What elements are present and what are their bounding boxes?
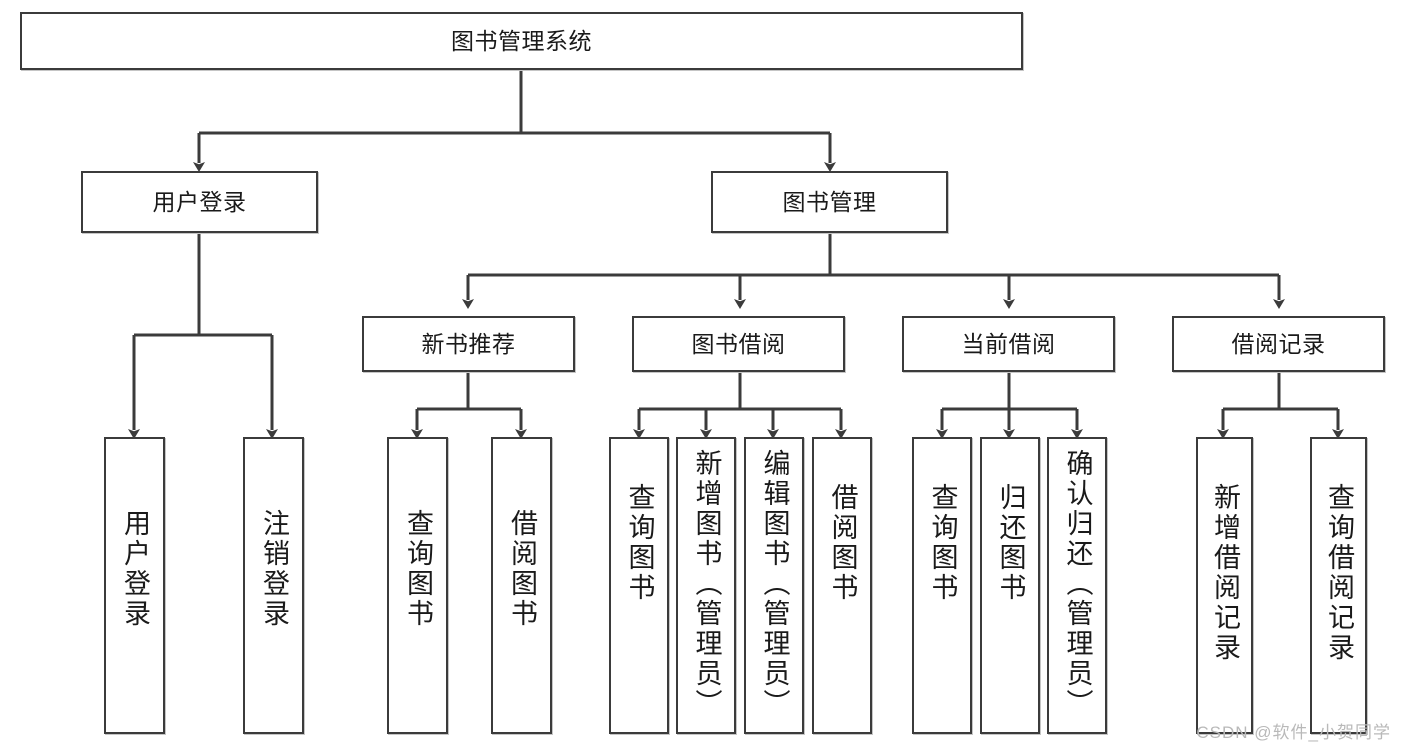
leaf-cur-confirm-label: 确认归还（管理员）	[1062, 449, 1093, 719]
leaf-borrow-query-label: 查询图书	[624, 483, 655, 603]
node-book-manage[interactable]: 图书管理	[711, 171, 948, 233]
node-new-book-rec-label: 新书推荐	[421, 330, 516, 357]
node-current-borrow[interactable]: 当前借阅	[902, 316, 1115, 372]
leaf-cur-confirm[interactable]: 确认归还（管理员）	[1047, 437, 1107, 734]
node-borrow-record[interactable]: 借阅记录	[1172, 316, 1385, 372]
leaf-borrow-lend[interactable]: 借阅图书	[812, 437, 872, 734]
leaf-cur-return[interactable]: 归还图书	[980, 437, 1040, 734]
leaf-rec-borrow[interactable]: 借阅图书	[491, 437, 552, 734]
leaf-rec-add[interactable]: 新增借阅记录	[1196, 437, 1253, 734]
leaf-user-logout-label: 注销登录	[259, 509, 289, 629]
node-book-borrow[interactable]: 图书借阅	[632, 316, 845, 372]
leaf-borrow-edit[interactable]: 编辑图书（管理员）	[744, 437, 804, 734]
leaf-cur-return-label: 归还图书	[995, 483, 1026, 603]
leaf-rec-query[interactable]: 查询图书	[387, 437, 448, 734]
leaf-user-login[interactable]: 用户登录	[104, 437, 165, 734]
node-book-manage-label: 图书管理	[782, 188, 877, 215]
node-user-login-label: 用户登录	[152, 188, 247, 215]
node-current-borrow-label: 当前借阅	[961, 330, 1056, 357]
leaf-rec-query-label: 查询图书	[403, 509, 433, 629]
leaf-rec-borrow-label: 借阅图书	[507, 509, 537, 629]
leaf-borrow-lend-label: 借阅图书	[827, 483, 858, 603]
leaf-rec-query2-label: 查询借阅记录	[1324, 483, 1354, 663]
node-root-label: 图书管理系统	[451, 27, 592, 54]
leaf-rec-query2[interactable]: 查询借阅记录	[1310, 437, 1367, 734]
leaf-borrow-add[interactable]: 新增图书（管理员）	[676, 437, 736, 734]
leaf-cur-query[interactable]: 查询图书	[912, 437, 972, 734]
leaf-user-login-label: 用户登录	[120, 509, 150, 629]
node-new-book-rec[interactable]: 新书推荐	[362, 316, 575, 372]
csdn-watermark: CSDN @软件_小贺同学	[1196, 723, 1391, 742]
node-root[interactable]: 图书管理系统	[20, 12, 1023, 70]
node-user-login[interactable]: 用户登录	[81, 171, 318, 233]
leaf-borrow-edit-label: 编辑图书（管理员）	[759, 449, 790, 719]
node-book-borrow-label: 图书借阅	[691, 330, 786, 357]
leaf-borrow-add-label: 新增图书（管理员）	[691, 449, 722, 719]
leaf-user-logout[interactable]: 注销登录	[243, 437, 304, 734]
node-borrow-record-label: 借阅记录	[1231, 330, 1326, 357]
leaf-cur-query-label: 查询图书	[927, 483, 958, 603]
leaf-rec-add-label: 新增借阅记录	[1210, 483, 1240, 663]
leaf-borrow-query[interactable]: 查询图书	[609, 437, 669, 734]
